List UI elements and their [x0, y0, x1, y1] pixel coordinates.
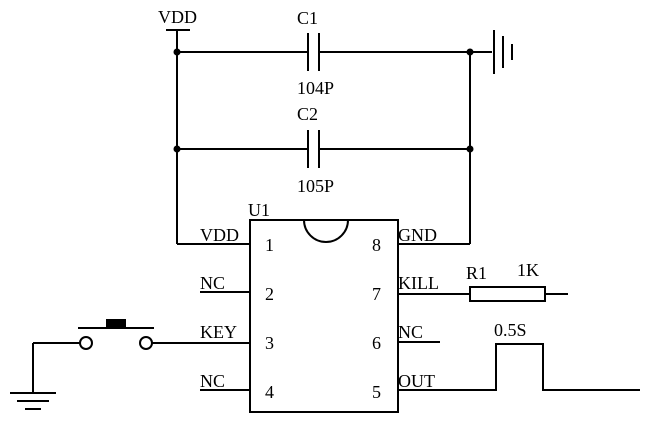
ic-u1-body	[249, 219, 399, 413]
pin-2-number: 2	[265, 284, 274, 304]
r1-resistor-symbol	[398, 286, 568, 302]
c2-capacitor-symbol	[307, 130, 320, 168]
pin-7-number: 7	[372, 284, 381, 304]
pin-8-label: GND	[398, 225, 437, 245]
vdd-supply-symbol	[166, 29, 190, 52]
pin-5-number: 5	[372, 382, 381, 402]
ic-u1-ref-label: U1	[248, 200, 270, 220]
r1-ref-label: R1	[466, 263, 487, 283]
vdd-supply-label: VDD	[158, 7, 197, 27]
pin-1-number: 1	[265, 235, 274, 255]
pulse-duration-label: 0.5S	[494, 320, 527, 340]
pin-7-label: KILL	[398, 273, 439, 293]
pin-1-label: VDD	[200, 225, 239, 245]
pin-3-label: KEY	[200, 322, 237, 342]
push-button-symbol	[78, 319, 154, 350]
key-wires	[32, 342, 250, 393]
earth-ground-symbol	[10, 392, 56, 410]
pin-8-number: 8	[372, 235, 381, 255]
c2-ref-label: C2	[297, 104, 318, 124]
chassis-ground-symbol	[493, 30, 513, 74]
c1-value-label: 104P	[297, 78, 334, 98]
pin-4-number: 4	[265, 382, 274, 402]
r1-value-label: 1K	[517, 260, 539, 280]
pin-6-label: NC	[398, 322, 423, 342]
pin-4-label: NC	[200, 371, 225, 391]
output-pulse-waveform	[398, 343, 640, 391]
c1-capacitor-symbol	[307, 33, 320, 71]
c1-ref-label: C1	[297, 8, 318, 28]
left-pin-stubs	[200, 291, 250, 391]
c2-value-label: 105P	[297, 176, 334, 196]
pin-5-label: OUT	[398, 371, 435, 391]
pin-6-number: 6	[372, 333, 381, 353]
junction-dots	[173, 48, 474, 153]
pin-3-number: 3	[265, 333, 274, 353]
pin-2-label: NC	[200, 273, 225, 293]
